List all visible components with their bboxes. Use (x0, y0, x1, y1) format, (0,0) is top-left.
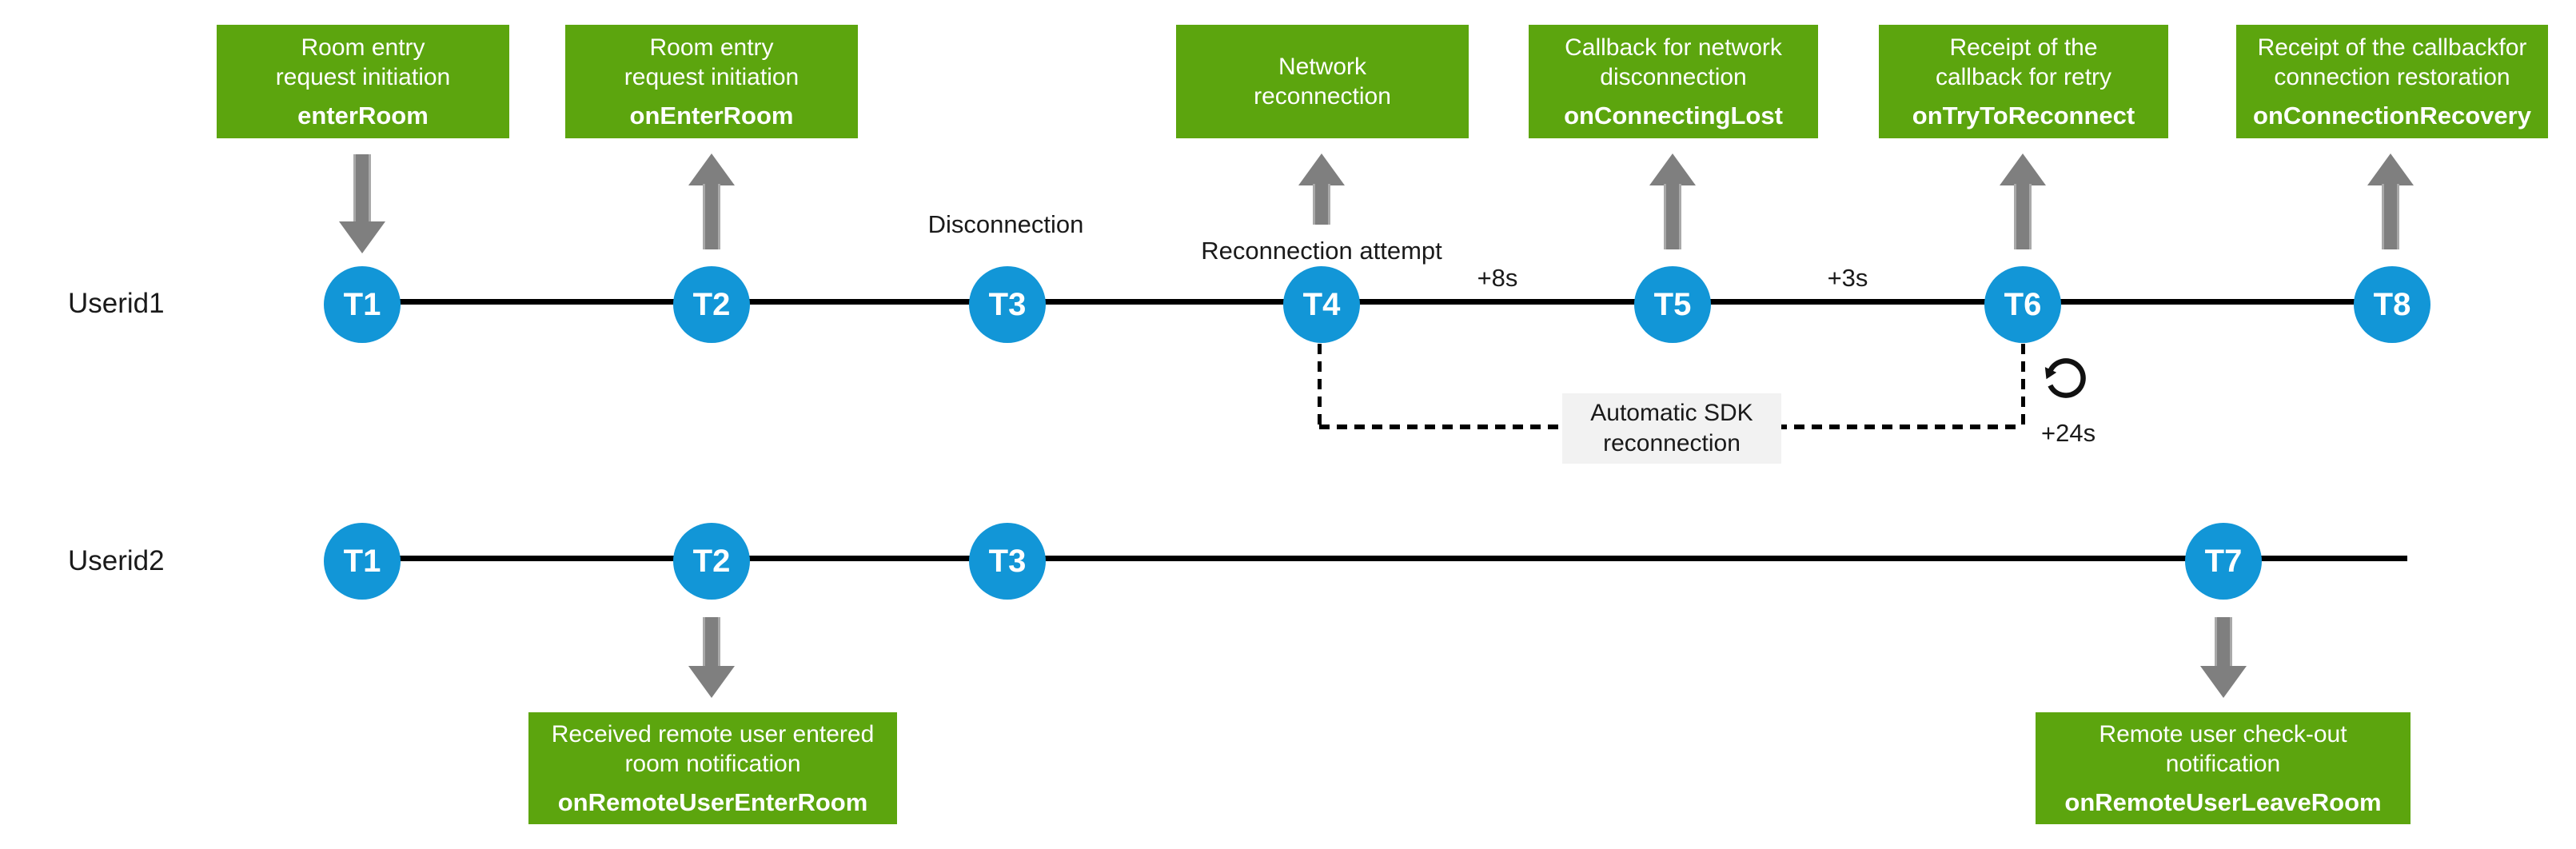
callout-enter-room: Room entry request initiation enterRoom (217, 25, 509, 138)
callout-api-name: onTryToReconnect (1912, 102, 2135, 130)
arrow-up-t2-shaft (703, 184, 720, 249)
callout-on-remote-user-enter-room: Received remote user entered room notifi… (528, 712, 897, 824)
arrow-down-u2-t7-shaft (2215, 617, 2232, 666)
callout-line: Remote user check-out (2099, 721, 2347, 747)
callout-api-name: onConnectingLost (1564, 102, 1783, 130)
lane-label-userid1: Userid1 (68, 288, 165, 319)
label-disconnection: Disconnection (927, 210, 1084, 238)
timeline-node-u1-t1: T1 (324, 266, 401, 343)
callout-line: Callback for network (1565, 34, 1782, 61)
timeline-node-u1-t5: T5 (1634, 266, 1711, 343)
auto-sdk-line: Automatic SDK (1590, 400, 1753, 426)
dashed-connector-from-t4 (1318, 344, 1322, 427)
timeline-userid1 (362, 299, 2395, 305)
arrow-up-t5-shaft (1664, 184, 1681, 249)
label-plus-8s: +8s (1477, 264, 1518, 292)
timeline-node-u1-t2: T2 (673, 266, 750, 343)
arrow-up-t2-head (688, 153, 735, 185)
callout-line: Room entry (649, 34, 774, 61)
arrow-up-t6-shaft (2014, 184, 2032, 249)
timeline-userid2 (362, 556, 2407, 561)
callout-line: Receipt of the callbackfor (2257, 34, 2527, 61)
callout-line: callback for retry (1935, 64, 2112, 90)
timeline-node-u2-t3: T3 (969, 523, 1046, 600)
arrow-down-u2-t2-shaft (703, 617, 720, 666)
callout-line: request initiation (624, 64, 800, 90)
callout-on-connecting-lost: Callback for network disconnection onCon… (1529, 25, 1818, 138)
callout-line: Room entry (301, 34, 425, 61)
callout-line: connection restoration (2274, 64, 2510, 90)
label-reconnection-attempt: Reconnection attempt (1201, 237, 1442, 265)
callout-line: Receipt of the (1949, 34, 2098, 61)
callout-line: notification (2165, 751, 2281, 777)
timeline-node-u1-t3: T3 (969, 266, 1046, 343)
retry-loop-icon (2044, 358, 2086, 398)
arrow-down-u2-t7-head (2200, 666, 2247, 698)
callout-line: disconnection (1600, 64, 1747, 90)
timeline-node-u1-t8: T8 (2354, 266, 2430, 343)
callout-line: Received remote user entered (551, 721, 875, 747)
callout-api-name: onRemoteUserLeaveRoom (2064, 788, 2382, 816)
arrow-up-t8-shaft (2382, 184, 2399, 249)
timeline-node-u1-t4: T4 (1283, 266, 1360, 343)
timeline-node-u2-t2: T2 (673, 523, 750, 600)
callout-line: room notification (624, 751, 801, 777)
callout-api-name: enterRoom (297, 102, 429, 130)
timeline-node-u1-t6: T6 (1984, 266, 2061, 343)
lane-label-userid2: Userid2 (68, 545, 165, 576)
callout-api-name: onConnectionRecovery (2253, 102, 2531, 130)
callout-on-remote-user-leave-room: Remote user check-out notification onRem… (2036, 712, 2411, 824)
callout-on-connection-recovery: Receipt of the callbackfor connection re… (2236, 25, 2548, 138)
callout-network-reconnection: Network reconnection (1176, 25, 1469, 138)
arrow-down-t1-head (339, 221, 385, 253)
timeline-node-u2-t1: T1 (324, 523, 401, 600)
arrow-up-t4-shaft (1313, 184, 1330, 225)
label-plus-3s: +3s (1827, 264, 1868, 292)
arrow-down-t1-shaft (353, 154, 371, 221)
callout-line: request initiation (275, 64, 451, 90)
arrow-up-t5-head (1649, 153, 1696, 185)
auto-sdk-reconnection-label: Automatic SDK reconnection (1562, 393, 1781, 464)
callout-on-try-to-reconnect: Receipt of the callback for retry onTryT… (1879, 25, 2168, 138)
callout-on-enter-room: Room entry request initiation onEnterRoo… (565, 25, 858, 138)
arrow-up-t6-head (2000, 153, 2046, 185)
timeline-node-u2-t7: T7 (2185, 523, 2262, 600)
callout-line: Network (1278, 54, 1367, 80)
auto-sdk-line: reconnection (1603, 430, 1741, 456)
dashed-connector-to-t6 (2021, 344, 2025, 427)
arrow-up-t4-head (1298, 153, 1345, 185)
arrow-down-u2-t2-head (688, 666, 735, 698)
callout-api-name: onEnterRoom (629, 102, 794, 130)
callout-line: reconnection (1254, 83, 1391, 110)
arrow-up-t8-head (2367, 153, 2414, 185)
callout-api-name: onRemoteUserEnterRoom (557, 788, 868, 816)
label-plus-24s: +24s (2041, 419, 2096, 447)
